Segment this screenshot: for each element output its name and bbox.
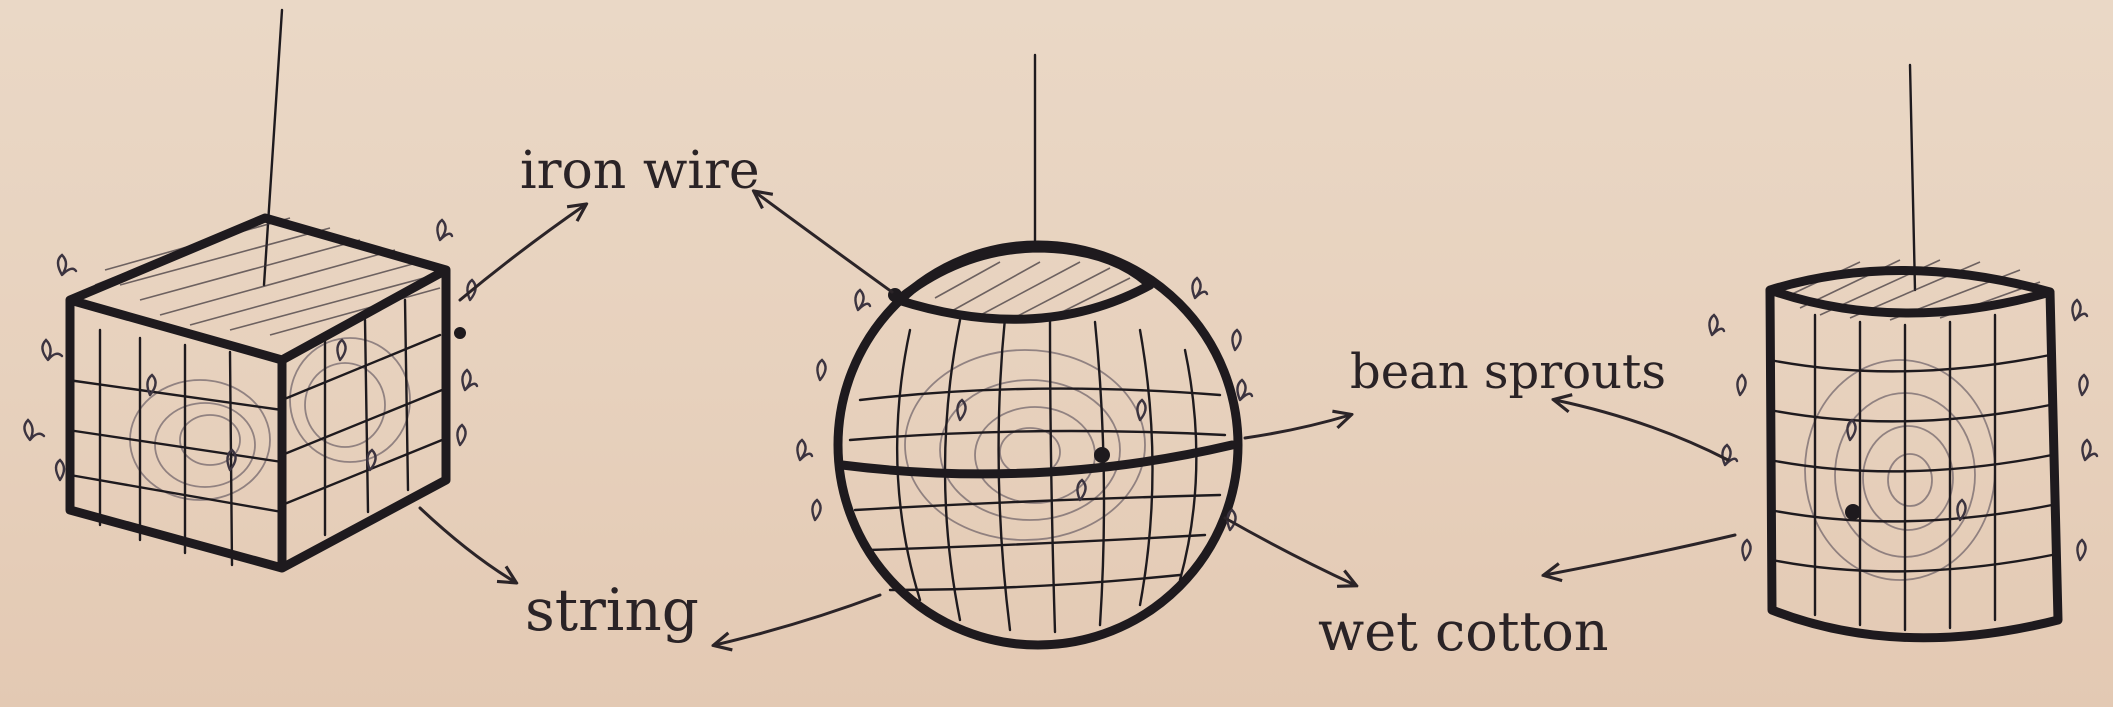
- cube-planter: [24, 10, 477, 568]
- arrow-iron-wire-sphere: [755, 192, 892, 292]
- cylinder-hanging-wire: [1910, 65, 1915, 290]
- sphere-center-knot: [1094, 447, 1110, 463]
- cube-string-grid-left: [68, 330, 282, 565]
- label-wet-cotton: wet cotton: [1318, 600, 1609, 663]
- cube-wire-knot: [454, 327, 466, 339]
- label-iron-wire: iron wire: [520, 141, 760, 201]
- arrow-string-sphere: [715, 595, 880, 645]
- cylinder-center-knot: [1845, 504, 1861, 520]
- cylinder-string-grid: [1770, 315, 2052, 630]
- sphere-top-cap-outline: [898, 248, 1150, 319]
- arrow-bean-sprouts-sphere: [1245, 415, 1350, 438]
- sphere-moss-texture: [905, 350, 1145, 540]
- cylinder-planter: [1709, 65, 2097, 638]
- label-bean-sprouts: bean sprouts: [1350, 344, 1666, 400]
- arrow-bean-sprouts-cylinder: [1555, 400, 1728, 460]
- arrow-string-cube: [420, 508, 515, 582]
- arrow-iron-wire-cube: [460, 205, 585, 300]
- sphere-equator: [842, 445, 1232, 474]
- sphere-planter: [797, 55, 1252, 645]
- arrow-wet-cotton-cylinder: [1545, 535, 1735, 575]
- arrow-wet-cotton-sphere: [1225, 518, 1355, 585]
- label-string: string: [525, 576, 699, 644]
